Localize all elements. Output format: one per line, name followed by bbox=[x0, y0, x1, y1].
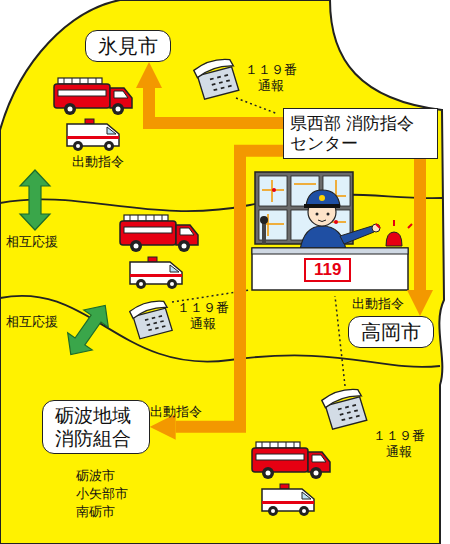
call-label: １１９番 通報 bbox=[176, 300, 231, 331]
call-line bbox=[236, 98, 278, 114]
mutual-aid-label: 相互応援 bbox=[6, 314, 58, 330]
node-text: 氷見市 bbox=[98, 34, 158, 58]
fire-truck bbox=[54, 78, 132, 115]
node-text: 高岡市 bbox=[361, 320, 421, 344]
desk-number: 119 bbox=[304, 258, 351, 282]
ambulance bbox=[67, 119, 119, 151]
command-center-box: 県西部 消防指令センター bbox=[283, 108, 438, 159]
call-line bbox=[335, 296, 345, 386]
fire-truck bbox=[120, 215, 198, 252]
mutual-aid-arrow bbox=[20, 170, 50, 230]
mutual-aid-arrow bbox=[59, 297, 118, 363]
telephone bbox=[194, 59, 239, 99]
dispatch-label: 出動指令 bbox=[72, 154, 124, 170]
node-text: 県西部 消防指令センター bbox=[290, 113, 431, 154]
telephone bbox=[322, 389, 367, 429]
member-city: 南砺市 bbox=[76, 504, 115, 520]
operator-illustration bbox=[252, 172, 412, 290]
dispatch-label: 出動指令 bbox=[352, 296, 404, 312]
region-name-box: 高岡市 bbox=[348, 316, 434, 348]
region-name-box: 氷見市 bbox=[85, 30, 171, 62]
boundary-line bbox=[0, 194, 442, 211]
dispatch-arrow bbox=[176, 151, 283, 427]
call-label: １１９番 通報 bbox=[372, 428, 427, 459]
dispatch-label: 出動指令 bbox=[150, 404, 202, 420]
member-city: 砺波市 bbox=[76, 468, 115, 484]
node-text: 砺波地域 消防組合 bbox=[55, 404, 137, 450]
ambulance bbox=[262, 484, 314, 516]
dispatch-arrow bbox=[414, 159, 426, 290]
ambulance bbox=[130, 257, 182, 289]
call-label: １１９番 通報 bbox=[244, 62, 299, 93]
telephone bbox=[130, 301, 173, 339]
dispatch-arrow bbox=[149, 88, 283, 123]
boundary-line bbox=[0, 296, 440, 367]
region-name-box: 砺波地域 消防組合 bbox=[42, 400, 150, 454]
fire-truck bbox=[252, 442, 330, 479]
member-city: 小矢部市 bbox=[76, 486, 128, 502]
mutual-aid-label: 相互応援 bbox=[6, 234, 58, 250]
